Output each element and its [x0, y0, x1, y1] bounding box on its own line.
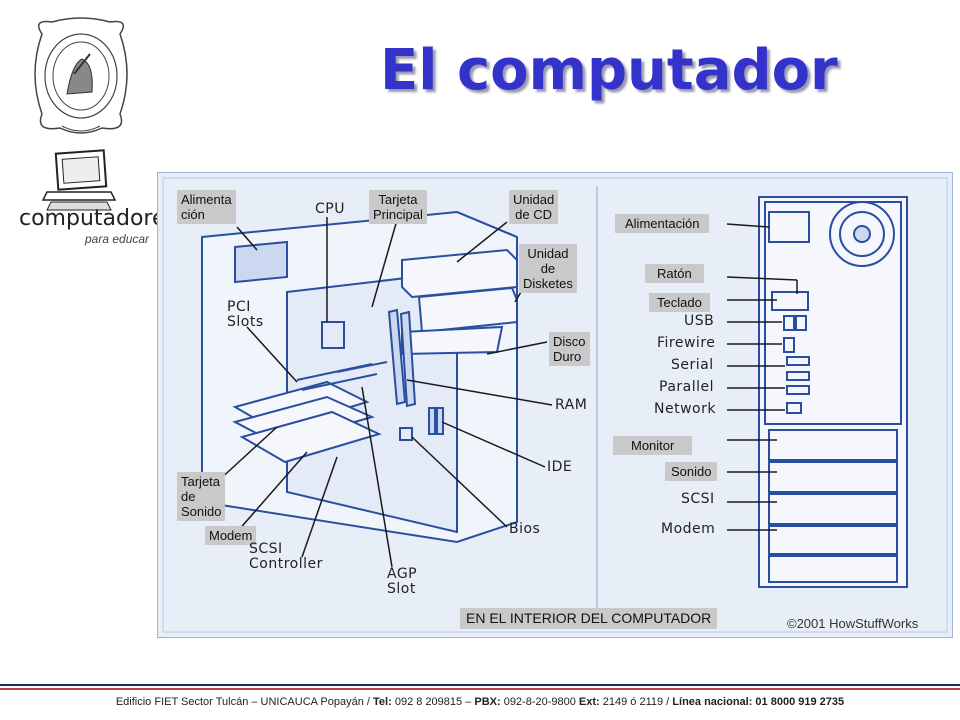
page-title: El computador: [380, 38, 838, 103]
footer-address: Edificio FIET Sector Tulcán – UNICAUCA P…: [115, 696, 374, 708]
logo-main-text: computadores: [19, 206, 177, 231]
footer-tel: 092 8 209815 –: [391, 696, 475, 708]
label-serial: Serial: [671, 357, 714, 373]
diagram-copyright: ©2001 HowStuffWorks: [787, 616, 919, 631]
diagram-caption: EN EL INTERIOR DEL COMPUTADOR: [460, 608, 718, 629]
footer-contact: Edificio FIET Sector Tulcán – UNICAUCA P…: [0, 696, 960, 708]
label-sonido: Sonido: [665, 462, 718, 481]
label-ide: IDE: [547, 459, 573, 475]
label-alimentacion-right: Alimentación: [615, 214, 710, 233]
label-network: Network: [654, 401, 716, 417]
computadores-logo: computadores para educar: [15, 148, 177, 258]
label-ram: RAM: [555, 397, 588, 413]
footer-nacional: 01 8000 919 2735: [752, 696, 845, 708]
label-modem-right: Modem: [661, 521, 716, 537]
label-monitor: Monitor: [613, 436, 693, 455]
university-seal: [22, 14, 140, 138]
logo-sub-text: para educar: [85, 232, 150, 246]
label-bios: Bios: [509, 521, 541, 537]
label-parallel: Parallel: [659, 379, 715, 395]
label-raton: Ratón: [645, 264, 704, 283]
footer-tel-label: Tel:: [373, 696, 392, 708]
footer-ext: 2149 ó 2119 /: [599, 696, 673, 708]
footer-nacional-label: Línea nacional:: [672, 696, 753, 708]
label-teclado: Teclado: [649, 293, 710, 312]
label-cpu: CPU: [315, 201, 345, 217]
footer-pbx: 092-8-20-9800: [500, 696, 579, 708]
label-scsi-right: SCSI: [681, 491, 715, 507]
label-modem-left: Modem: [205, 526, 257, 545]
footer-divider-blue: [0, 684, 960, 686]
label-firewire: Firewire: [657, 335, 716, 351]
label-usb: USB: [684, 313, 715, 329]
footer-divider-red: [0, 688, 960, 690]
footer-pbx-label: PBX:: [474, 696, 501, 708]
footer-ext-label: Ext:: [578, 696, 600, 708]
